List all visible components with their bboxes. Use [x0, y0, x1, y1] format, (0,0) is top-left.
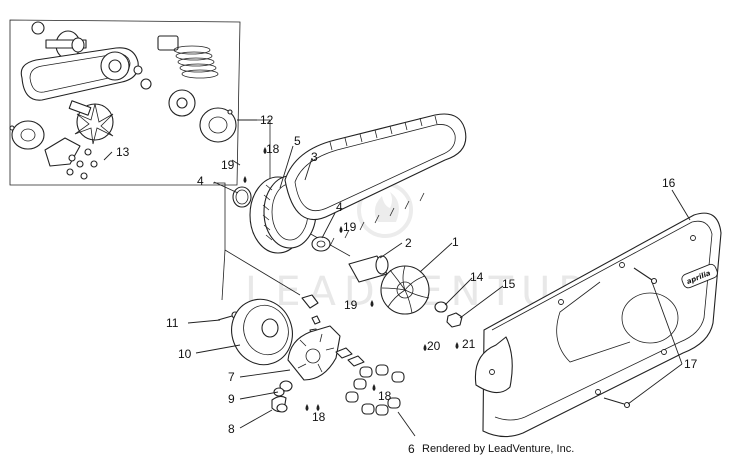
callout-2: 2: [405, 236, 412, 250]
callout-10: 10: [178, 347, 192, 361]
callout-17: 17: [684, 357, 698, 371]
drive-face-part: [231, 298, 293, 366]
slider-part: [335, 347, 353, 359]
callout-5: 5: [294, 134, 301, 148]
callout-11: 11: [166, 316, 179, 330]
nut-part: [446, 312, 463, 328]
callout-4-belt: 4: [336, 200, 343, 214]
leader-lines: [103, 119, 691, 437]
callout-19-top: 19: [221, 158, 235, 172]
clip-part: [301, 294, 319, 309]
drive-belt-part: [284, 113, 467, 247]
callout-6: 6: [408, 442, 415, 456]
callout-3: 3: [311, 150, 318, 164]
callout-labels: 1 2 3 4 4 5 6 7 8 9 10 11 12 13 14 15 16…: [116, 113, 698, 456]
washer-part: [434, 301, 448, 313]
crankcase-cover-part: aprilia: [474, 212, 722, 438]
roller-weights-group: [345, 364, 405, 416]
callout-8: 8: [228, 422, 235, 436]
ramp-plate-part: [287, 325, 341, 381]
callout-19-belt: 19: [343, 220, 357, 234]
seal-ring-part: [311, 236, 331, 252]
callout-18-bottom-left: 18: [312, 410, 326, 424]
callout-19-fan: 19: [344, 298, 358, 312]
lubricant-drops: [243, 147, 459, 411]
callout-16: 16: [662, 176, 676, 190]
callout-12: 12: [260, 113, 274, 127]
callout-13: 13: [116, 145, 130, 159]
callout-21: 21: [462, 337, 476, 351]
callout-7: 7: [228, 370, 235, 384]
callout-18-top: 18: [266, 142, 280, 156]
roller-parts: [271, 380, 293, 413]
inset-assembly-box: [9, 19, 241, 186]
callout-18-bottom-right: 18: [378, 389, 392, 403]
callout-4-left: 4: [197, 174, 204, 188]
callout-15: 15: [502, 277, 516, 291]
callout-14: 14: [470, 270, 484, 284]
callout-9: 9: [228, 392, 235, 406]
variator-fan-part: [380, 265, 430, 315]
callout-1: 1: [452, 235, 459, 249]
callout-20: 20: [427, 339, 441, 353]
render-credit: Rendered by LeadVenture, Inc.: [422, 443, 574, 455]
